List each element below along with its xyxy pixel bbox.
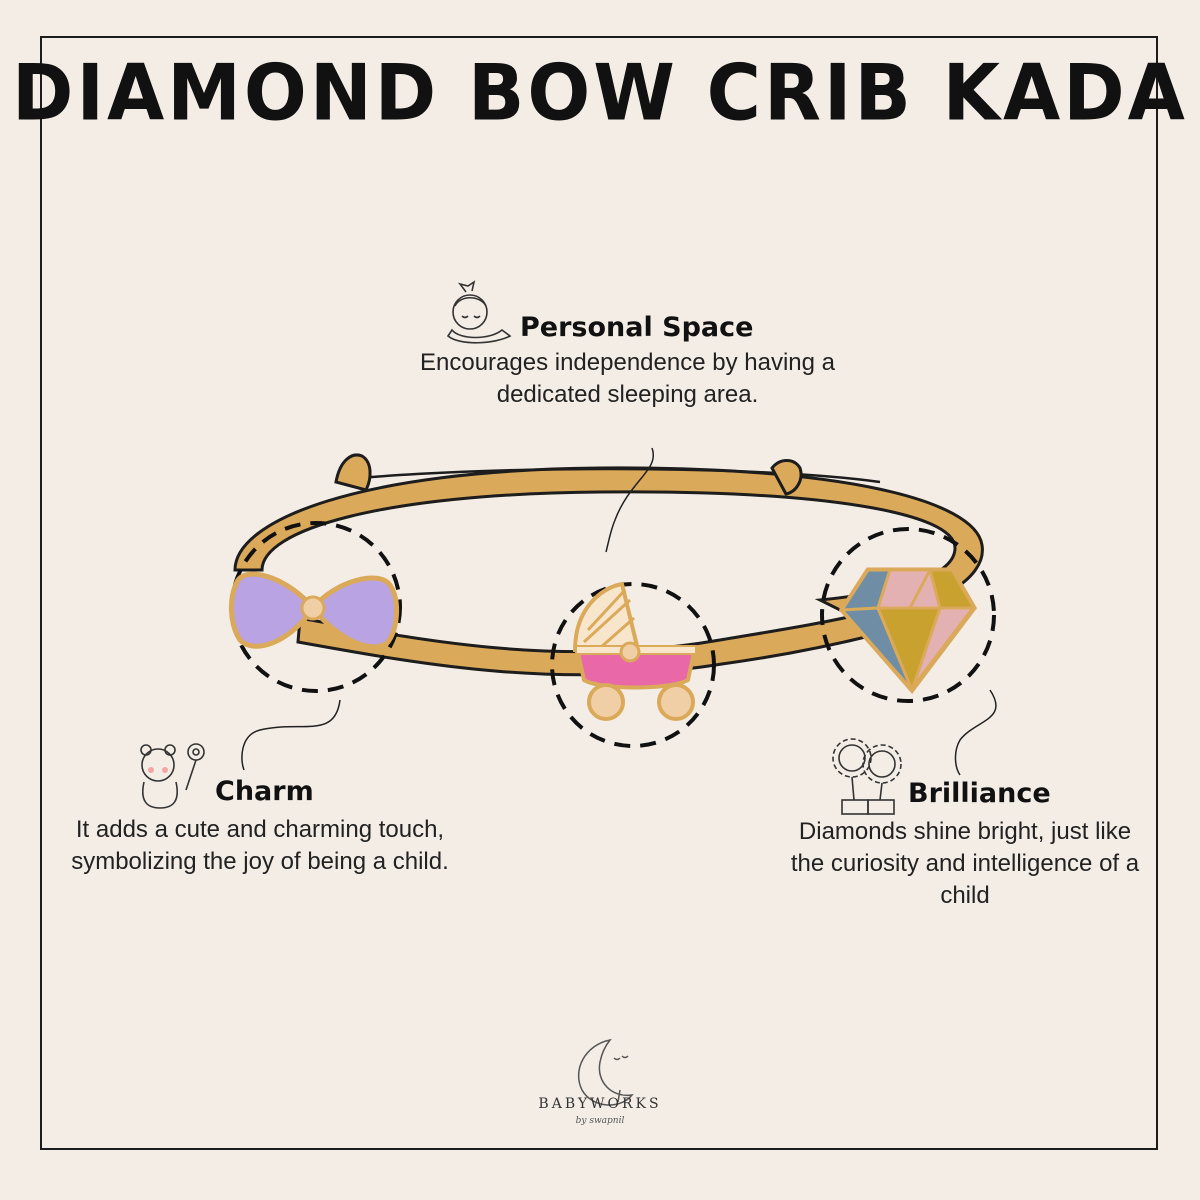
feature-body: It adds a cute and charming touch, symbo… [71, 816, 449, 875]
bear-with-flower-icon [140, 743, 205, 809]
page-title: DIAMOND BOW CRIB KADA [12, 47, 1188, 139]
brand-tagline: by swapnil [575, 1116, 625, 1126]
connector-personal [605, 447, 655, 553]
connector-charm [241, 699, 341, 771]
feature-body: Encourages independence by having a dedi… [420, 349, 835, 408]
feature-body: Diamonds shine bright, just like the cur… [790, 818, 1140, 909]
flower-pots-icon [832, 738, 902, 815]
bow-charm [228, 521, 402, 693]
sleeping-baby-icon [446, 280, 512, 344]
connector-brilliance [954, 689, 997, 776]
page-frame [40, 36, 1158, 1150]
feature-heading: Brilliance [908, 778, 1051, 809]
moon-logo-icon [577, 1038, 634, 1106]
brand-name: BABYWORKS [538, 1096, 662, 1112]
feature-heading: Charm [215, 776, 314, 807]
diamond-charm [820, 527, 996, 703]
feature-heading: Personal Space [520, 312, 754, 343]
pram-charm [550, 581, 716, 748]
